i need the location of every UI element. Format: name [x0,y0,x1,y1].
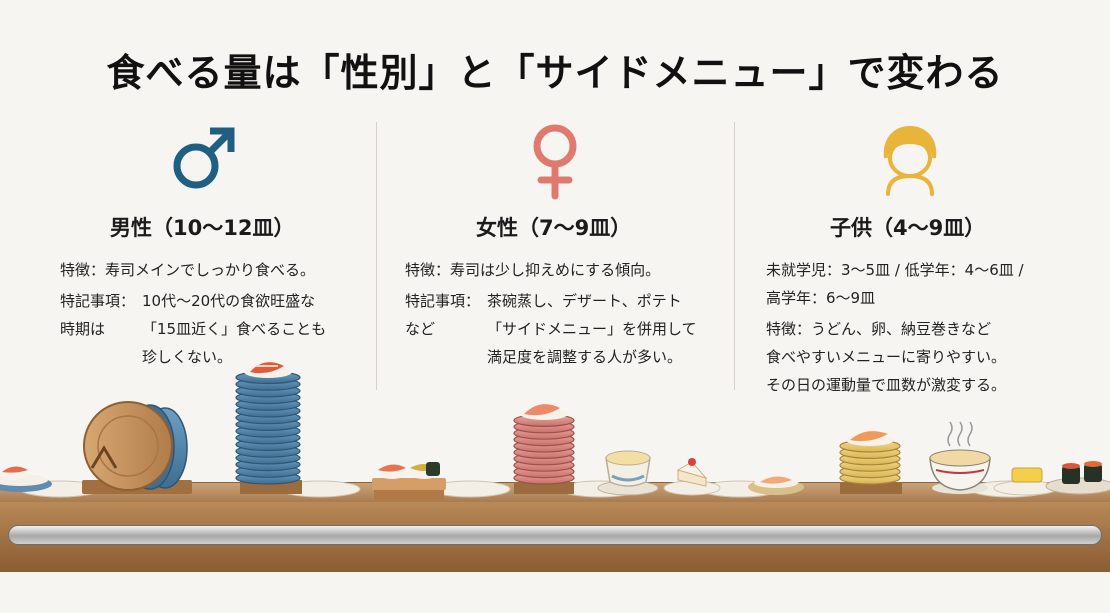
child-face-icon [883,125,937,196]
column-divider [376,122,377,390]
page-title: 食べる量は「性別」と「サイドメニュー」で変わる [106,51,1004,95]
cake-plate [663,458,721,496]
male-symbol-icon [173,127,235,189]
floor [0,572,1110,613]
gunkan-plate [1045,461,1110,495]
male-description: 特徴：寿司メインでしっかり食べる。 特記事項：10代〜20代の食欲旺盛な 時期は… [60,261,327,366]
child-heading: 子供（4〜9皿） [830,216,986,240]
column-divider [734,122,735,390]
chawanmushi-cup [597,450,659,496]
female-heading: 女性（7〜9皿） [476,216,632,240]
conveyor-rail [8,525,1102,545]
male-heading: 男性（10〜12皿） [110,216,295,240]
nigiri-board [372,462,446,500]
sushi-plate-middle [748,476,804,495]
pink-plate-stack [513,404,575,494]
female-symbol-icon [533,124,577,200]
sushi-plate-left [0,466,52,492]
tamago-plate [993,467,1059,496]
blue-plate-stack [235,362,302,494]
child-description: 未就学児：3〜5皿 / 低学年：4〜6皿 / 高学年：6〜9皿 特徴：うどん、卵… [766,261,1024,394]
udon-bowl [929,421,991,494]
female-description: 特徴：寿司は少し抑えめにする傾向。 特記事項：茶碗蒸し、デザート、ポテト など「… [405,261,697,366]
yellow-plate-stack [839,431,902,494]
plate-rack [82,401,192,494]
